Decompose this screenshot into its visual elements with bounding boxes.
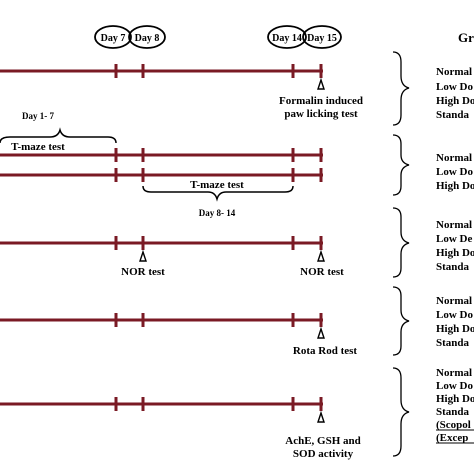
svg-text:Day 8: Day 8 bbox=[135, 33, 160, 44]
row4-rota-rod-test: Rota Rod test bbox=[293, 345, 357, 357]
svg-text:Day 14: Day 14 bbox=[272, 33, 302, 44]
group-label: Low Do bbox=[436, 380, 473, 392]
brace-row-4 bbox=[392, 286, 410, 356]
group-label: Standa bbox=[436, 406, 470, 418]
day-14-marker: Day 14 bbox=[267, 25, 307, 49]
group-label: Normal bbox=[436, 367, 472, 379]
group-label: High Do bbox=[436, 393, 474, 405]
group-label: Low Do bbox=[436, 309, 473, 321]
group-label: (Excep bbox=[436, 432, 468, 444]
arrow-row-3-day8 bbox=[139, 249, 147, 262]
brace-row-1 bbox=[392, 51, 410, 126]
brace-row-5 bbox=[392, 367, 410, 457]
row2-day-range-1: Day 1- 7 bbox=[22, 111, 54, 121]
row1-annotation-line2: paw licking test bbox=[284, 108, 358, 120]
timelines bbox=[0, 64, 323, 411]
timeline-row-4 bbox=[0, 313, 323, 327]
row5-assay-line1: AchE, GSH and bbox=[285, 435, 361, 447]
group-labels-row-2: Normal Low Do High Do bbox=[436, 152, 474, 192]
row3-nor-test-day15: NOR test bbox=[300, 266, 344, 278]
timeline-row-5 bbox=[0, 397, 323, 411]
timeline-row-2b bbox=[0, 168, 323, 182]
group-column-heading: Gr bbox=[458, 30, 474, 45]
timeline-row-1 bbox=[0, 64, 323, 78]
group-label: Low Do bbox=[436, 166, 473, 178]
group-label: High Do bbox=[436, 247, 474, 259]
group-label: High Do bbox=[436, 323, 474, 335]
group-label: Low Do bbox=[436, 81, 473, 93]
brace-row-3 bbox=[392, 207, 410, 278]
row2-tmaze-label-2: T-maze test bbox=[190, 179, 244, 191]
group-label: (Scopol bbox=[436, 419, 471, 431]
brace-days-8-14 bbox=[142, 185, 294, 202]
group-labels-row-1: Normal Low Do High Do Standa bbox=[436, 66, 474, 121]
group-label: High Do bbox=[436, 95, 474, 107]
group-braces bbox=[392, 51, 410, 457]
group-label: Standa bbox=[436, 261, 470, 273]
test-arrows bbox=[139, 77, 325, 423]
day-7-marker: Day 7 bbox=[94, 25, 132, 49]
svg-text:Day 15: Day 15 bbox=[307, 33, 337, 44]
row1-annotation-line1: Formalin induced bbox=[279, 95, 363, 107]
group-label: Normal bbox=[436, 66, 472, 78]
arrow-row-4 bbox=[317, 326, 325, 339]
arrow-row-1 bbox=[317, 77, 325, 90]
row2-day-range-2: Day 8- 14 bbox=[199, 208, 236, 218]
group-label: High Do bbox=[436, 180, 474, 192]
brace-days-1-7 bbox=[0, 127, 117, 144]
group-labels-row-4: Normal Low Do High Do Standa bbox=[436, 295, 474, 349]
timeline-row-2a bbox=[0, 148, 323, 162]
brace-row-2 bbox=[392, 134, 410, 196]
day-8-marker: Day 8 bbox=[128, 25, 166, 49]
group-label: Standa bbox=[436, 109, 470, 121]
arrow-row-3-day15 bbox=[317, 249, 325, 262]
day-15-marker: Day 15 bbox=[302, 25, 342, 49]
row3-nor-test-day8: NOR test bbox=[121, 266, 165, 278]
group-label: Low De bbox=[436, 233, 472, 245]
group-label: Normal bbox=[436, 219, 472, 231]
group-labels-row-5: Normal Low Do High Do Standa (Scopol (Ex… bbox=[436, 367, 474, 444]
row5-assay-line2: SOD activity bbox=[293, 448, 354, 460]
arrow-row-5 bbox=[317, 410, 325, 423]
row2-tmaze-label-1: T-maze test bbox=[11, 141, 65, 153]
group-label: Normal bbox=[436, 295, 472, 307]
group-label: Normal bbox=[436, 152, 472, 164]
timeline-row-3 bbox=[0, 236, 323, 250]
svg-text:Day 7: Day 7 bbox=[101, 33, 126, 44]
group-labels-row-3: Normal Low De High Do Standa bbox=[436, 219, 474, 273]
group-label: Standa bbox=[436, 337, 470, 349]
